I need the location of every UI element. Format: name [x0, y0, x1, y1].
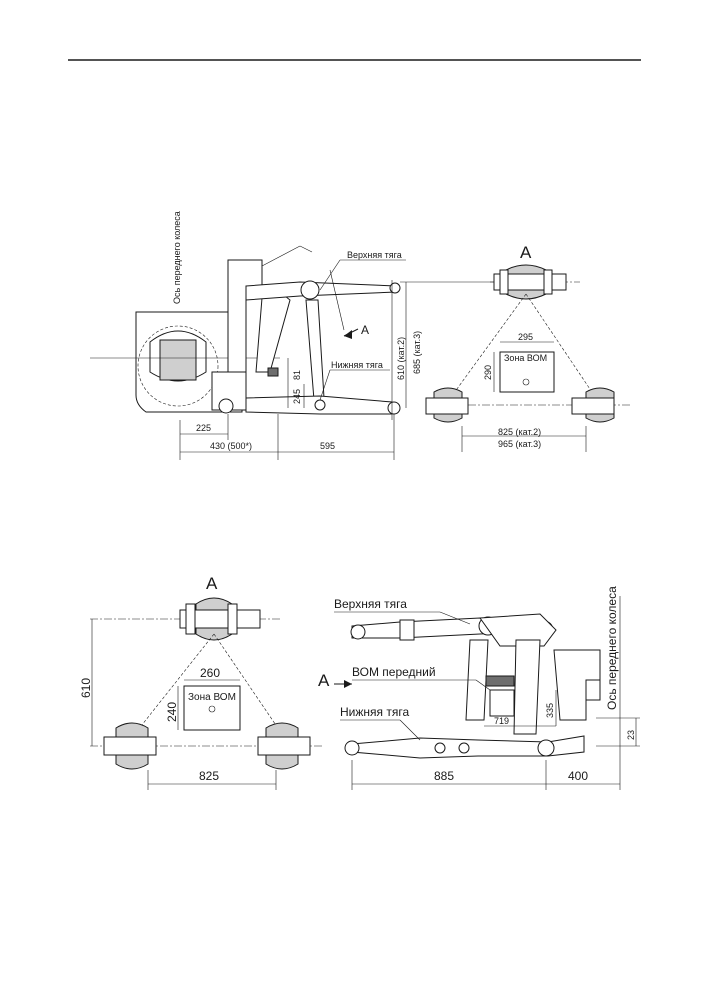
bottom-pto-zone-box — [183, 685, 241, 731]
bottom-lower-link-label: Нижняя тяга — [340, 705, 409, 719]
dim-685-cat3: 685 (кат.3) — [412, 331, 422, 374]
axle-hub — [159, 339, 197, 381]
dim-595: 595 — [320, 441, 335, 451]
dim-825-cat2: 825 (кат.2) — [498, 427, 541, 437]
bottom-side-view — [334, 596, 640, 790]
dim-825: 825 — [199, 769, 219, 783]
dim-81: 81 — [292, 370, 302, 380]
bottom-section-arrow-label: A — [318, 671, 330, 690]
bottom-lift-rod — [465, 639, 489, 721]
dim-885: 885 — [434, 769, 454, 783]
dim-260: 260 — [200, 666, 220, 680]
hydraulic-cylinder — [255, 291, 291, 373]
bottom-view-a — [90, 597, 324, 790]
bottom-wheel-axis-label: Ось переднего колеса — [605, 586, 619, 710]
view-a-title-bottom: A — [206, 574, 218, 593]
dim-719: 719 — [494, 716, 509, 726]
dim-430: 430 (500*) — [210, 441, 252, 451]
lift-rod — [305, 299, 325, 401]
dim-245: 245 — [292, 389, 302, 404]
dim-610-cat2: 610 (кат.2) — [396, 337, 406, 380]
section-arrow-label: A — [361, 323, 369, 337]
wheel-axis-label: Ось переднего колеса — [172, 211, 182, 304]
dim-965-cat3: 965 (кат.3) — [498, 439, 541, 449]
lower-link-label: Нижняя тяга — [331, 360, 383, 370]
view-a-title-top: A — [520, 243, 532, 262]
pto-zone-box — [499, 351, 555, 393]
pto-zone-label-bottom: Зона ВОМ — [188, 692, 236, 703]
pto-front-label: ВОМ передний — [352, 665, 436, 679]
top-view-a — [425, 264, 630, 452]
top-dimensions — [179, 282, 407, 460]
dim-610: 610 — [79, 678, 93, 698]
upper-link — [245, 281, 397, 301]
dim-240: 240 — [165, 702, 179, 722]
top-side-view — [90, 245, 495, 420]
wheel-outline — [137, 325, 219, 407]
bottom-upper-link-label: Верхняя тяга — [334, 597, 407, 611]
dim-23: 23 — [626, 730, 636, 740]
dim-225: 225 — [196, 423, 211, 433]
dim-290: 290 — [483, 365, 493, 380]
upper-link-label: Верхняя тяга — [347, 250, 402, 260]
dim-295: 295 — [518, 332, 533, 342]
pto-zone-label-top: Зона ВОМ — [504, 353, 547, 363]
dim-400: 400 — [568, 769, 588, 783]
dim-335: 335 — [545, 703, 555, 718]
